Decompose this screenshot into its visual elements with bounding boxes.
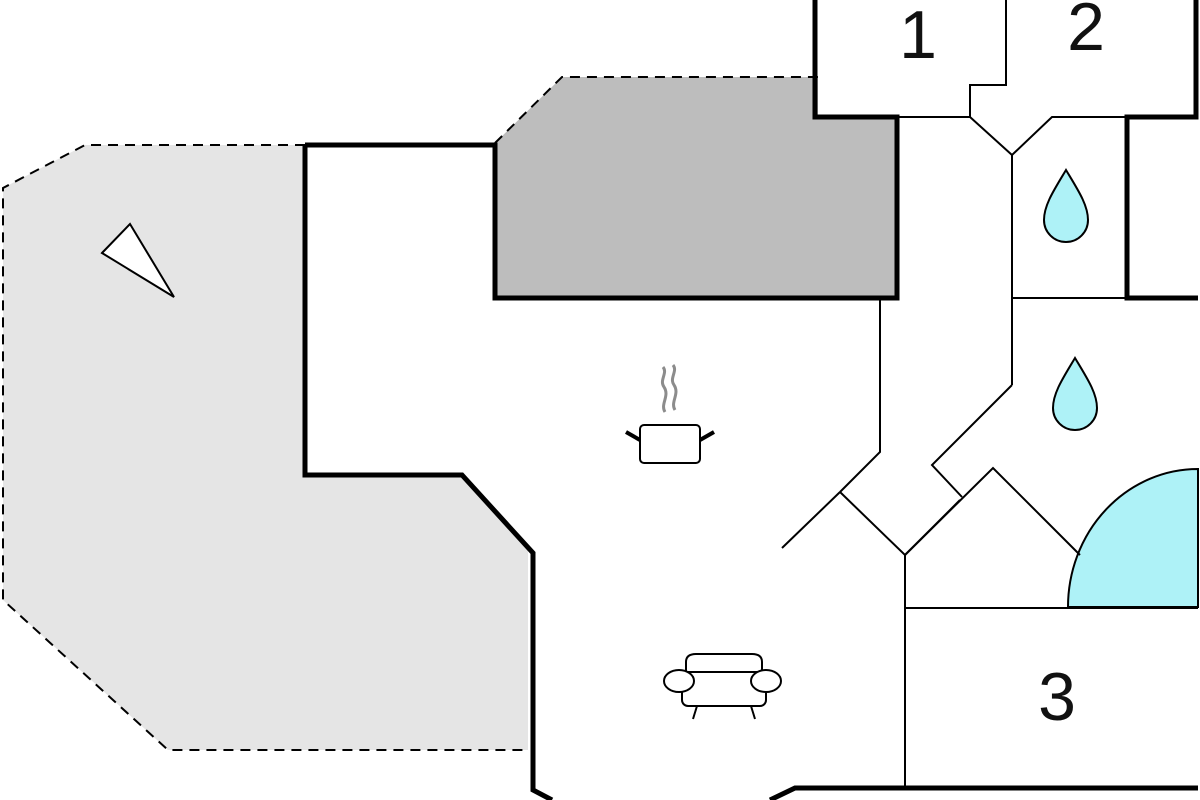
outer-wall-east	[1124, 0, 1199, 301]
interior-walls	[781, 0, 1198, 788]
shower-area	[1066, 467, 1199, 608]
compass-north-icon	[100, 222, 175, 298]
terrace-area	[3, 145, 528, 750]
outer-wall-main	[305, 0, 900, 301]
sofa-icon	[663, 653, 782, 720]
outer-wall-south	[768, 785, 1198, 800]
covered-area	[495, 77, 897, 298]
water-drop-icon	[1051, 356, 1099, 431]
water-drop-icon	[1042, 168, 1090, 243]
outer-wall-west	[302, 145, 554, 800]
covered-area-dashed-outline	[494, 76, 818, 144]
cooking-pot-icon	[625, 364, 715, 464]
room-number-3: 3	[1038, 659, 1076, 735]
terrace-dashed-outline	[2, 144, 528, 751]
room-number-1: 1	[899, 0, 937, 73]
room-number-2: 2	[1067, 0, 1105, 65]
